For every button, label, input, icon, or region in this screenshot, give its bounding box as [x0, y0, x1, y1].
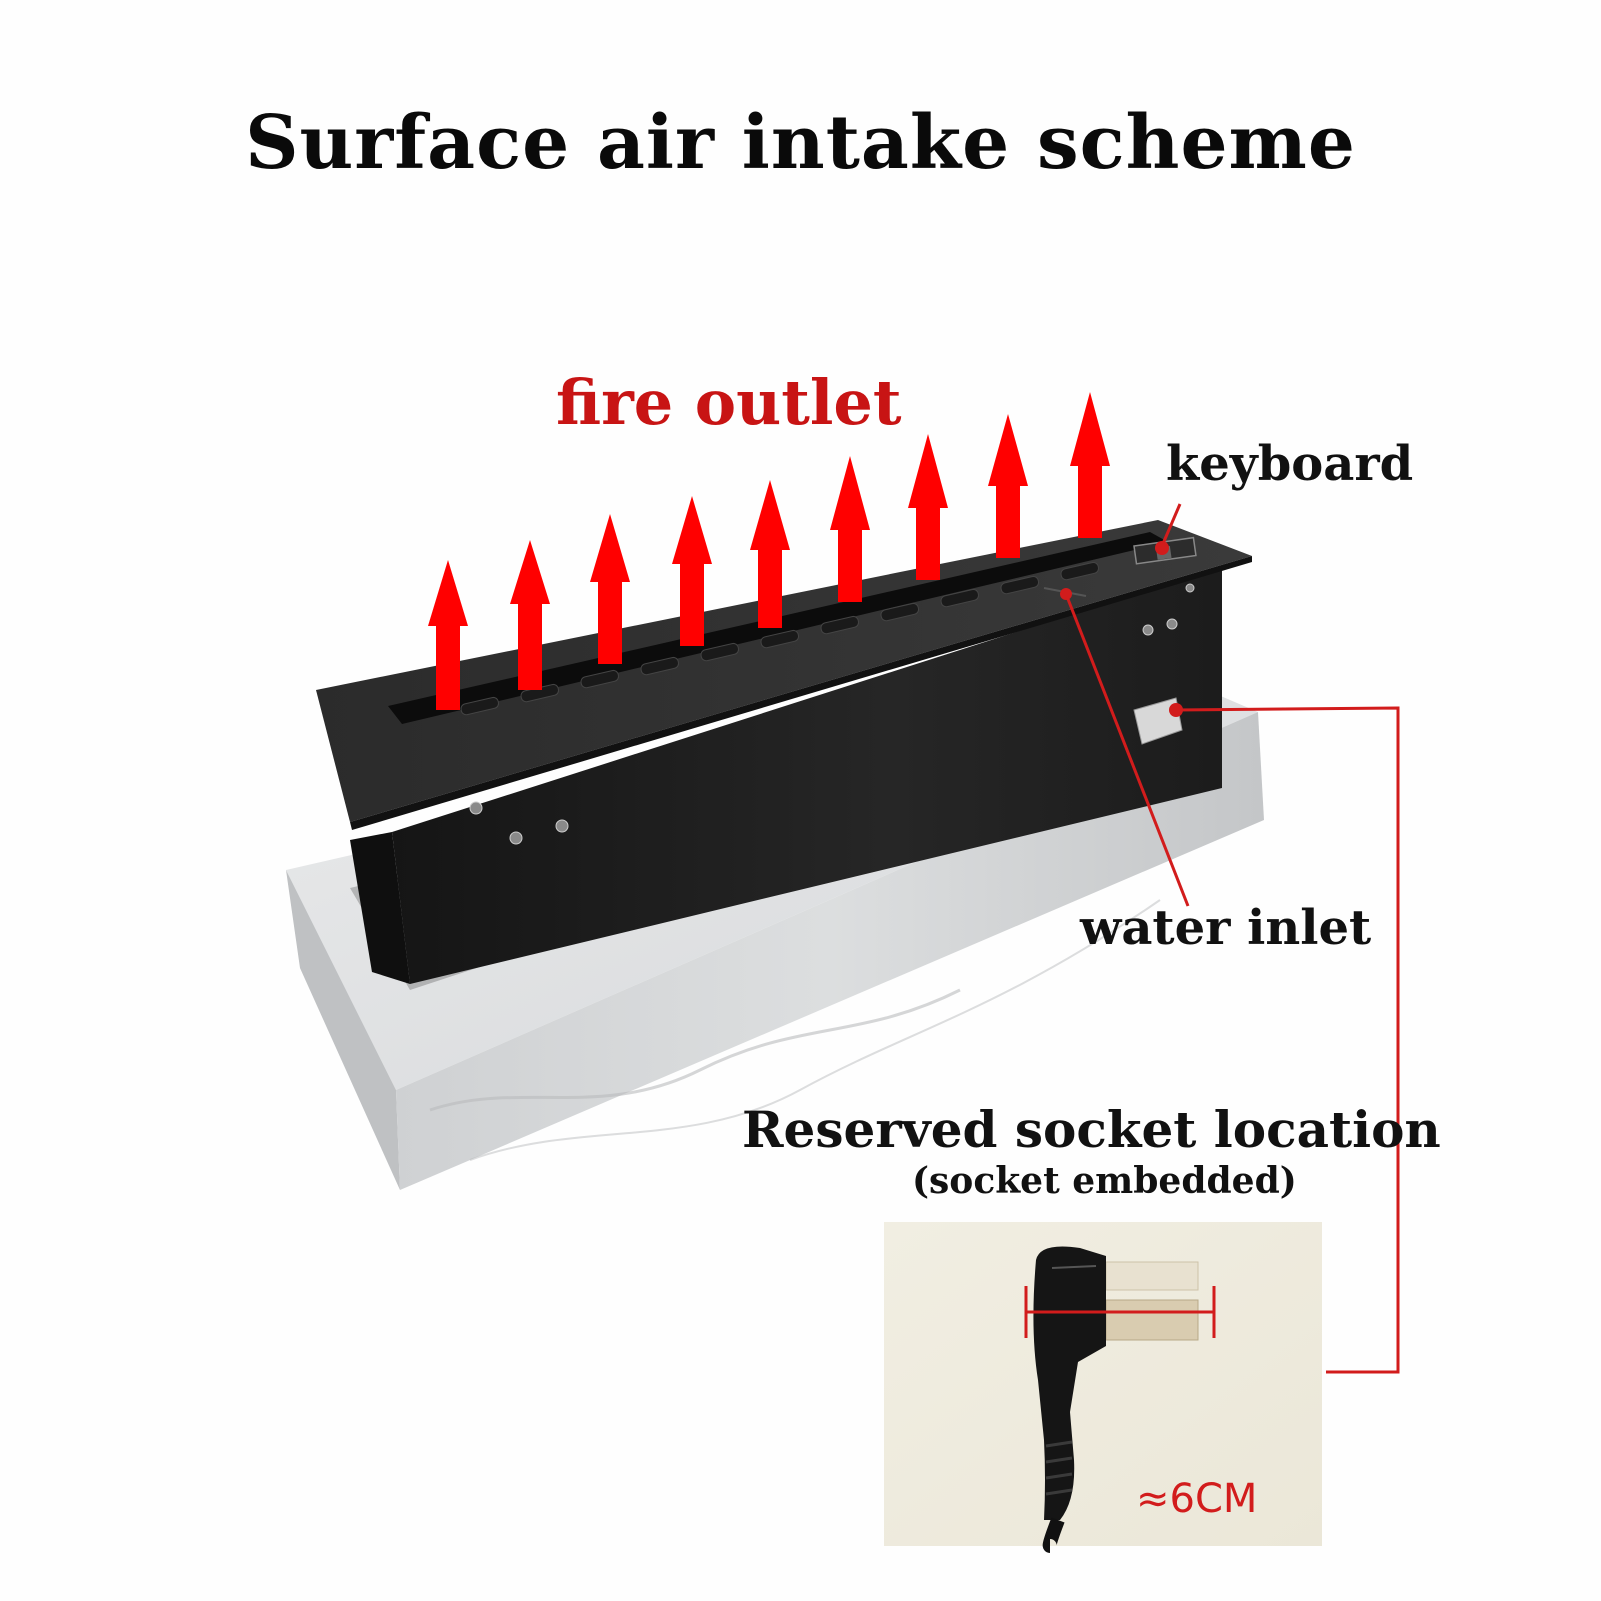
flame-arrow-icon [672, 496, 712, 646]
flame-arrow-icon [590, 514, 630, 664]
flame-arrow-icon [750, 480, 790, 628]
power-plug-icon [1033, 1246, 1199, 1553]
fire-outlet-label: fire outlet [556, 366, 902, 439]
dimension-marker [1024, 1286, 1216, 1338]
flame-arrow-icon [908, 434, 948, 580]
flame-arrow-icon [510, 540, 550, 690]
flame-arrow-icon [830, 456, 870, 602]
plug-photo [884, 1222, 1322, 1553]
keyboard-label: keyboard [1166, 436, 1414, 492]
socket-location-label: Reserved socket location [742, 1100, 1441, 1159]
socket-note-label: (socket embedded) [912, 1160, 1297, 1202]
water-inlet-label: water inlet [1080, 900, 1372, 956]
flame-arrow-icon [428, 560, 468, 710]
flame-arrow-icon [988, 414, 1028, 558]
page-title: Surface air intake scheme [245, 100, 1356, 186]
callout-lines [1060, 503, 1400, 1374]
flame-arrows [428, 392, 1110, 710]
plug-dimension-label: ≈6CM [1136, 1476, 1258, 1522]
flame-arrow-icon [1070, 392, 1110, 538]
